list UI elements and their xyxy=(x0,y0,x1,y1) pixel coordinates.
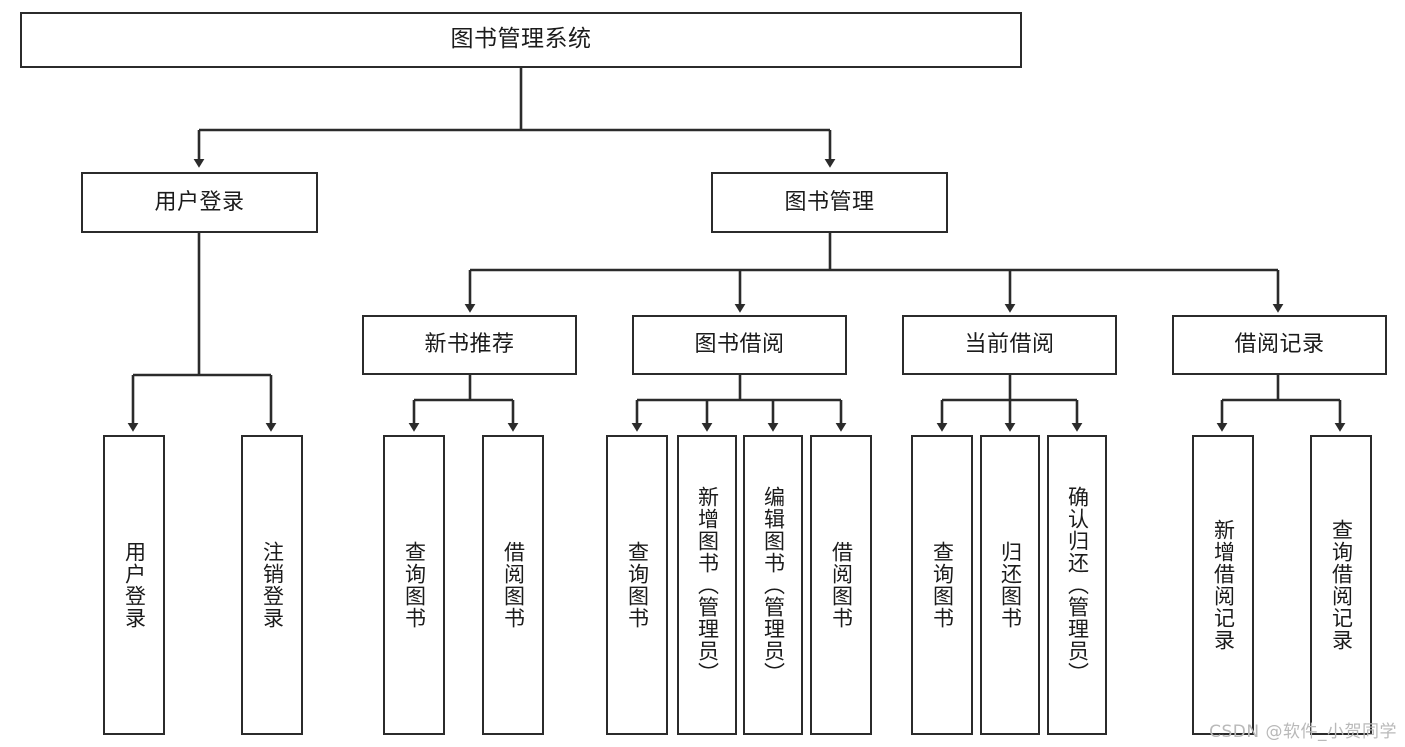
leaf-borrow-book-1[interactable]: 借阅图书 xyxy=(482,435,544,735)
node-borrow-record-label: 借阅记录 xyxy=(1234,332,1325,358)
leaf-query-book-2-label: 查询图书 xyxy=(625,541,650,629)
node-user-login[interactable]: 用户登录 xyxy=(81,172,318,233)
node-book-management-label: 图书管理 xyxy=(784,189,875,215)
leaf-confirm-return[interactable]: 确认归还（管理员） xyxy=(1047,435,1107,735)
leaf-borrow-book-2[interactable]: 借阅图书 xyxy=(810,435,872,735)
leaf-query-book-3[interactable]: 查询图书 xyxy=(911,435,973,735)
leaf-add-book-label: 新增图书（管理员） xyxy=(695,486,720,684)
node-new-book-recommend[interactable]: 新书推荐 xyxy=(362,315,577,375)
leaf-add-book[interactable]: 新增图书（管理员） xyxy=(677,435,737,735)
leaf-logout-login[interactable]: 注销登录 xyxy=(241,435,303,735)
node-user-login-label: 用户登录 xyxy=(154,189,245,215)
leaf-query-record[interactable]: 查询借阅记录 xyxy=(1310,435,1372,735)
leaf-user-login-label: 用户登录 xyxy=(122,541,147,629)
leaf-query-book-1[interactable]: 查询图书 xyxy=(383,435,445,735)
node-book-borrow-label: 图书借阅 xyxy=(694,332,785,358)
node-current-borrow[interactable]: 当前借阅 xyxy=(902,315,1117,375)
leaf-return-book[interactable]: 归还图书 xyxy=(980,435,1040,735)
node-book-management[interactable]: 图书管理 xyxy=(711,172,948,233)
leaf-user-login[interactable]: 用户登录 xyxy=(103,435,165,735)
leaf-borrow-book-2-label: 借阅图书 xyxy=(829,541,854,629)
leaf-borrow-book-1-label: 借阅图书 xyxy=(501,541,526,629)
node-root-label: 图书管理系统 xyxy=(450,26,592,53)
leaf-query-record-label: 查询借阅记录 xyxy=(1329,519,1354,651)
leaf-query-book-2[interactable]: 查询图书 xyxy=(606,435,668,735)
node-new-book-recommend-label: 新书推荐 xyxy=(424,332,515,358)
leaf-edit-book[interactable]: 编辑图书（管理员） xyxy=(743,435,803,735)
leaf-logout-login-label: 注销登录 xyxy=(260,541,285,629)
leaf-confirm-return-label: 确认归还（管理员） xyxy=(1065,486,1090,684)
leaf-return-book-label: 归还图书 xyxy=(998,541,1023,629)
leaf-add-record[interactable]: 新增借阅记录 xyxy=(1192,435,1254,735)
leaf-edit-book-label: 编辑图书（管理员） xyxy=(761,486,786,684)
leaf-add-record-label: 新增借阅记录 xyxy=(1211,519,1236,651)
node-borrow-record[interactable]: 借阅记录 xyxy=(1172,315,1387,375)
leaf-query-book-3-label: 查询图书 xyxy=(930,541,955,629)
watermark: CSDN @软件_小贺同学 xyxy=(1209,722,1397,742)
node-root[interactable]: 图书管理系统 xyxy=(20,12,1022,68)
node-book-borrow[interactable]: 图书借阅 xyxy=(632,315,847,375)
leaf-query-book-1-label: 查询图书 xyxy=(402,541,427,629)
node-current-borrow-label: 当前借阅 xyxy=(964,332,1055,358)
